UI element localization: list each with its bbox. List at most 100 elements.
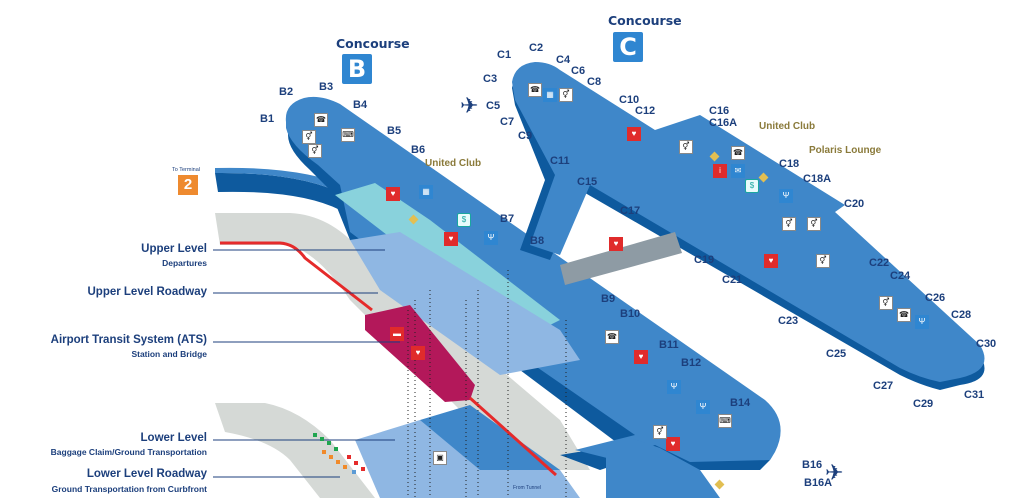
airplane-icon: ✈ xyxy=(825,460,844,485)
gate-b16: B16 xyxy=(802,459,823,471)
concourse-b-title: Concourse xyxy=(336,36,410,51)
gate-c8: C8 xyxy=(587,76,602,88)
gate-b1: B1 xyxy=(260,113,275,125)
terminal-2-badge[interactable]: 2 xyxy=(178,175,198,195)
gate-b6: B6 xyxy=(411,144,426,156)
gate-c31: C31 xyxy=(964,389,985,401)
level-lower-roadway-title: Lower Level Roadway xyxy=(86,468,207,480)
united-club-b-label[interactable]: United Club xyxy=(425,158,482,169)
information-icon: i xyxy=(713,164,727,178)
concourse-c-body xyxy=(512,62,985,382)
from-tunnel-label: From Tunnel xyxy=(513,485,542,491)
gate-b11: B11 xyxy=(659,339,679,351)
gate-c19: C19 xyxy=(694,254,715,266)
polaris-lounge-label[interactable]: Polaris Lounge xyxy=(809,145,882,156)
gate-b4: B4 xyxy=(353,99,368,111)
gate-c30: C30 xyxy=(976,338,997,350)
gate-c23: C23 xyxy=(778,315,799,327)
currency-exchange-icon: $ xyxy=(457,213,471,227)
gate-c29: C29 xyxy=(913,398,934,410)
gate-c10: C10 xyxy=(619,94,640,106)
gate-c20: C20 xyxy=(844,198,865,210)
gate-b5: B5 xyxy=(387,125,402,137)
level-ats-subtitle: Station and Bridge xyxy=(131,349,207,359)
level-lower-roadway-subtitle: Ground Transportation from Curbfront xyxy=(51,484,207,494)
gate-c16a: C16A xyxy=(709,117,738,129)
gate-c2: C2 xyxy=(529,42,544,54)
gate-c22: C22 xyxy=(869,257,890,269)
gate-c17: C17 xyxy=(620,205,641,217)
level-leaders xyxy=(213,249,400,478)
gate-c9: C9 xyxy=(518,130,533,142)
concourse-b-badge: B xyxy=(342,54,372,84)
gate-b8: B8 xyxy=(530,235,545,247)
gate-c27: C27 xyxy=(873,380,894,392)
terminal-2-label: To Terminal xyxy=(172,167,201,173)
gate-c18a: C18A xyxy=(803,173,832,185)
concourse-b-end xyxy=(606,438,720,498)
ats-track-upper xyxy=(220,241,373,312)
restaurant-icon: Ψ xyxy=(667,380,681,394)
lower-level-dark xyxy=(420,405,560,470)
restroom-icon: ⚥ xyxy=(807,217,821,231)
aed-icon: ♥ xyxy=(634,350,648,364)
restaurant-icon: Ψ xyxy=(779,189,793,203)
concourse-b-body xyxy=(285,96,781,462)
family-restroom-icon: ⚥ xyxy=(302,130,316,144)
gate-c28: C28 xyxy=(951,309,972,321)
restroom-icon: ⚥ xyxy=(782,217,796,231)
postal-icon: ✉ xyxy=(731,164,745,178)
level-upper-title: Upper Level xyxy=(141,243,207,255)
gate-c6: C6 xyxy=(571,65,586,77)
phone-icon: ☎ xyxy=(897,308,911,322)
gate-c18: C18 xyxy=(779,158,800,170)
aed-icon: ♥ xyxy=(444,232,458,246)
light-zone xyxy=(350,232,580,375)
aed-icon: ♥ xyxy=(609,237,623,251)
united-club-c-label[interactable]: United Club xyxy=(759,121,816,132)
level-upper-roadway-title: Upper Level Roadway xyxy=(87,286,207,298)
gate-c11: C11 xyxy=(550,155,570,167)
gate-c7: C7 xyxy=(500,116,515,128)
gate-c25: C25 xyxy=(826,348,847,360)
charging-station-icon: ⌨ xyxy=(341,128,355,142)
level-upper-subtitle: Departures xyxy=(162,258,207,268)
vertical-connectors xyxy=(407,270,567,498)
phone-icon: ☎ xyxy=(314,113,328,127)
restaurant-icon: Ψ xyxy=(696,400,710,414)
lower-roadway xyxy=(215,403,375,498)
concourse-c-title: Concourse xyxy=(608,13,682,28)
charging-station-icon: ⌨ xyxy=(718,414,732,428)
aed-icon: ♥ xyxy=(666,437,680,451)
phone-icon: ☎ xyxy=(605,330,619,344)
gate-b10: B10 xyxy=(620,308,641,320)
baggage-icon: ▣ xyxy=(433,451,447,465)
ats-track-lower xyxy=(468,396,558,477)
gate-c21: C21 xyxy=(722,274,743,286)
chapel-icon: ▦ xyxy=(543,88,557,102)
phone-icon: ☎ xyxy=(528,83,542,97)
ats-bridge-walkway xyxy=(560,232,682,285)
restroom-icon: ⚥ xyxy=(679,140,693,154)
concourse-c-badge: C xyxy=(613,32,643,62)
gate-b14: B14 xyxy=(730,397,751,409)
restaurant-icon: Ψ xyxy=(915,315,929,329)
gate-b9: B9 xyxy=(601,293,616,305)
currency-exchange-icon: $ xyxy=(745,179,759,193)
restroom-icon: ⚥ xyxy=(653,425,667,439)
gate-c12: C12 xyxy=(635,105,656,117)
airplane-icon: ✈ xyxy=(460,93,479,118)
gate-c1: C1 xyxy=(497,49,512,61)
gate-c3: C3 xyxy=(483,73,498,85)
aed-icon: ♥ xyxy=(411,346,425,360)
ground-transport-markers xyxy=(313,433,365,474)
gate-c16: C16 xyxy=(709,105,730,117)
restroom-icon: ⚥ xyxy=(308,144,322,158)
gate-b16a: B16A xyxy=(804,477,833,489)
aed-icon: ♥ xyxy=(764,254,778,268)
chapel-icon: ▦ xyxy=(419,185,433,199)
gate-c24: C24 xyxy=(890,270,911,282)
level-lower-title: Lower Level xyxy=(140,432,207,444)
terminal2-connector xyxy=(215,172,345,210)
